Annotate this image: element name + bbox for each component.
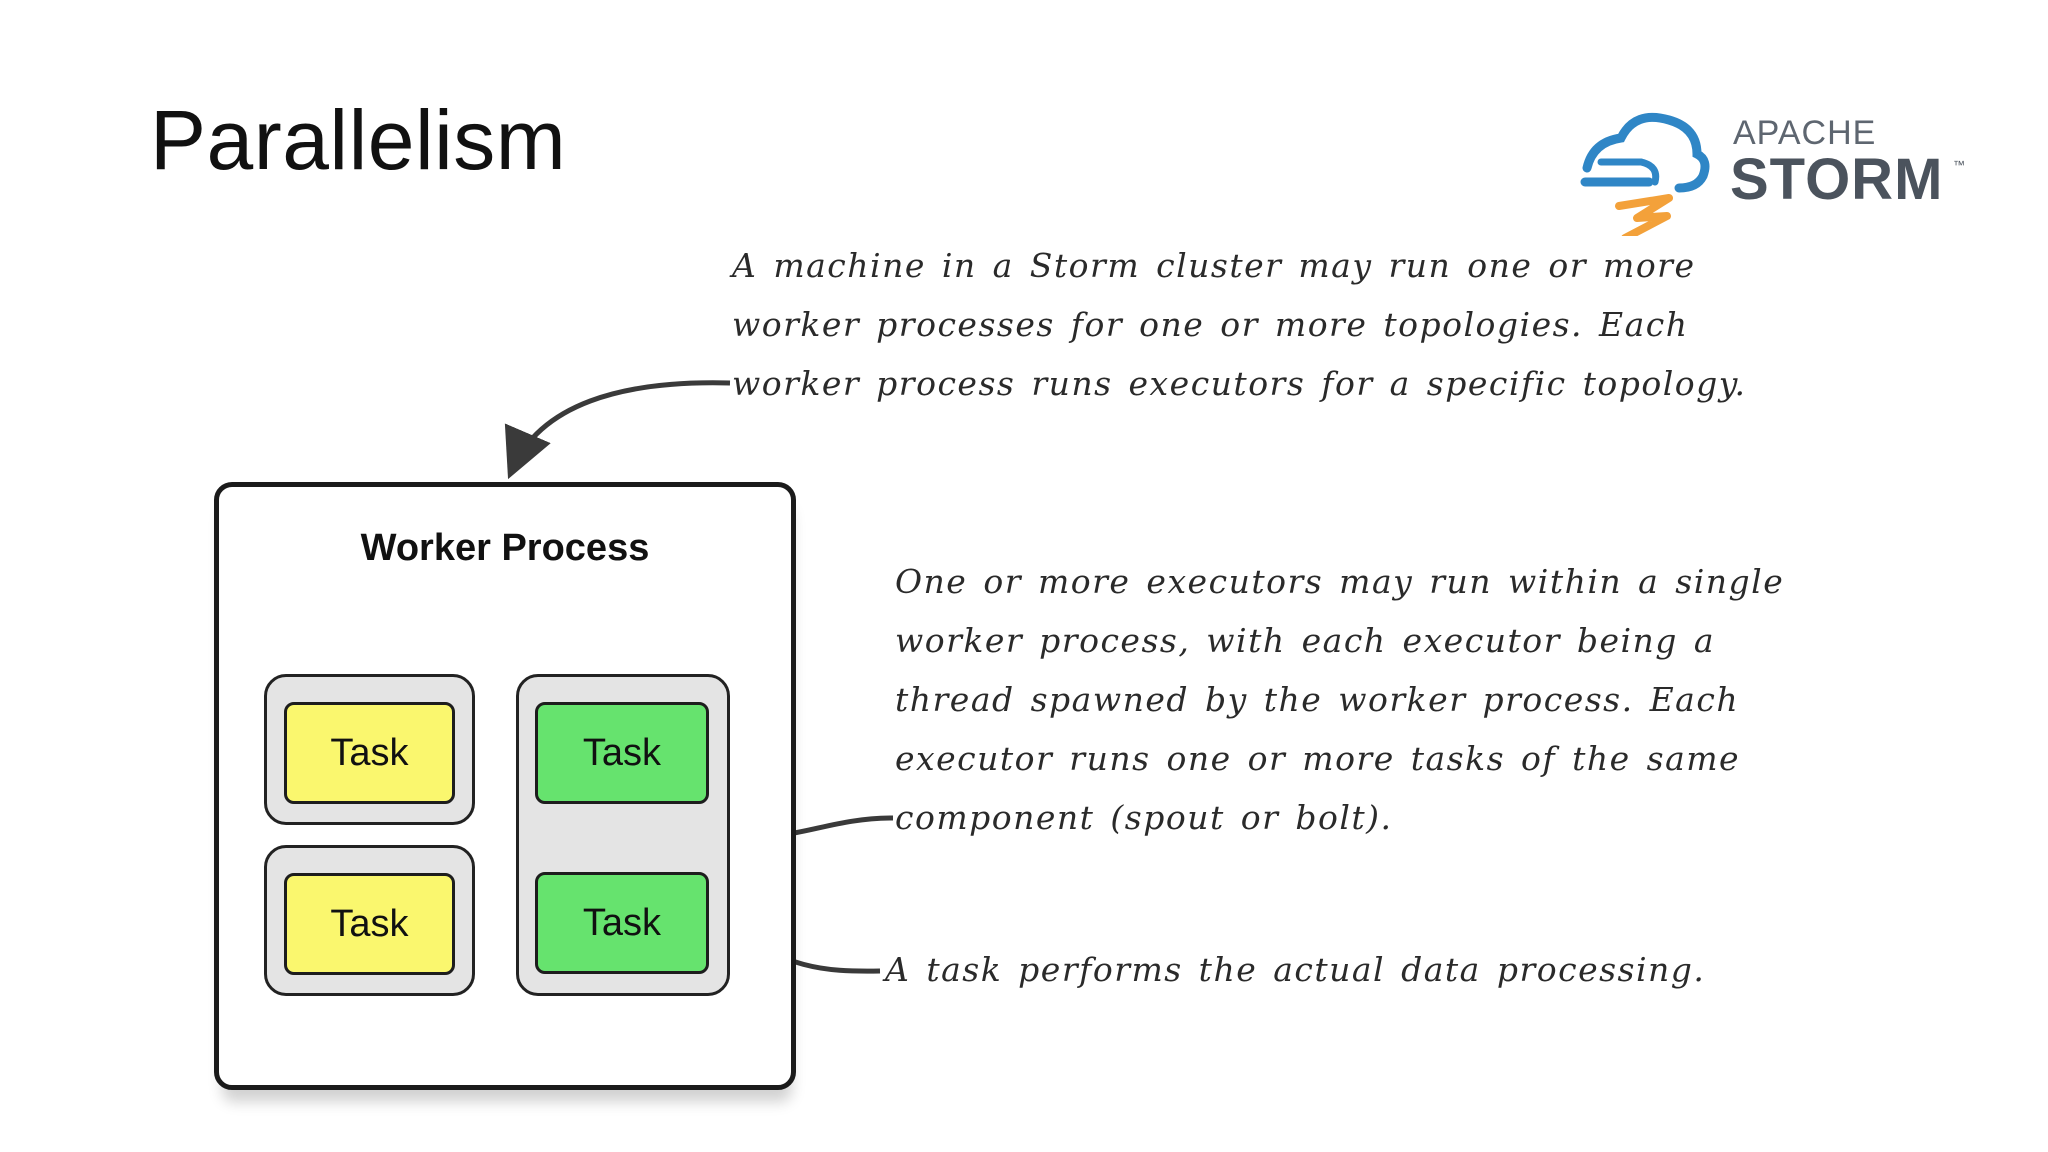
note-machine-line: worker process runs executors for a spec… [732, 364, 1747, 403]
worker-process-title: Worker Process [360, 527, 650, 569]
note-executor-line: executor runs one or more tasks of the s… [895, 739, 1741, 778]
note-executor-line: component (spout or bolt). [895, 798, 1393, 837]
note-machine-line: A machine in a Storm cluster may run one… [732, 246, 1696, 285]
task-green-1: Task [535, 702, 709, 804]
executor-left-top: Task [264, 674, 475, 825]
worker-process-box: Worker Process Task Task Task Task [214, 482, 796, 1090]
storm-cloud-icon [1580, 112, 1710, 236]
note-task: A task performs the actual data processi… [885, 940, 1705, 999]
task-green-2: Task [535, 872, 709, 974]
note-executor: One or more executors may run within a s… [895, 552, 1784, 847]
note-executor-line: worker process, with each executor being… [895, 621, 1716, 660]
task-yellow-2: Task [284, 873, 455, 975]
note-task-line: A task performs the actual data processi… [885, 950, 1706, 989]
apache-storm-logo: APACHE STORM ™ [1575, 106, 1975, 236]
logo-trademark: ™ [1953, 158, 1965, 172]
executor-left-bottom: Task [264, 845, 475, 996]
logo-storm-text: STORM [1730, 147, 1944, 212]
slide-title: Parallelism [150, 93, 567, 187]
arrow-to-worker [504, 380, 731, 480]
note-executor-line: thread spawned by the worker process. Ea… [895, 680, 1740, 719]
note-machine: A machine in a Storm cluster may run one… [732, 236, 1747, 413]
note-machine-line: worker processes for one or more topolog… [732, 305, 1689, 344]
note-executor-line: One or more executors may run within a s… [895, 562, 1785, 601]
executor-right: Task Task [516, 674, 730, 996]
task-yellow-1: Task [284, 702, 455, 804]
logo-apache-text: APACHE [1733, 114, 1877, 152]
